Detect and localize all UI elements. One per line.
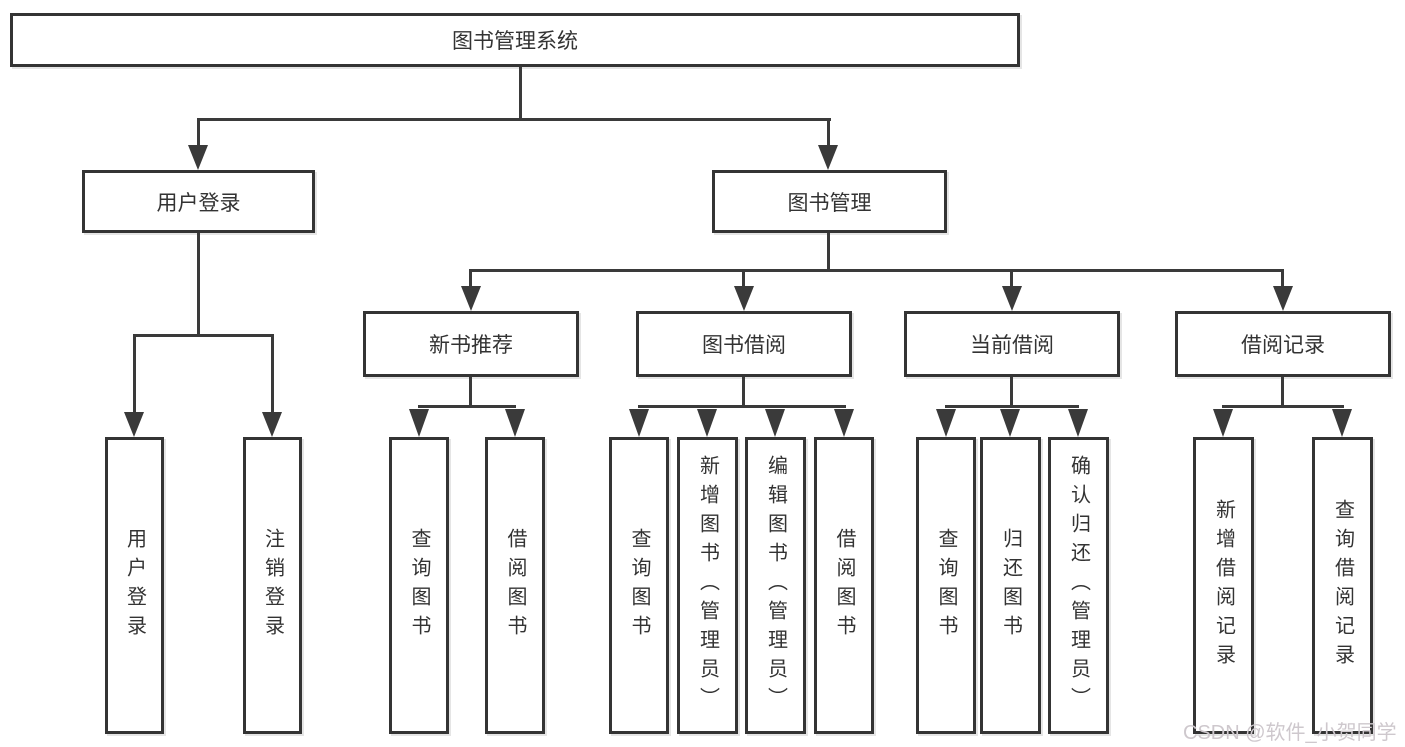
leaf-label: 新增图书（管理员） — [696, 455, 719, 716]
connector-line — [638, 405, 846, 408]
node-book-management: 图书管理 — [712, 170, 947, 233]
connector-line — [827, 118, 830, 148]
arrowhead — [124, 412, 144, 437]
leaf-return-books: 归还图书 — [980, 437, 1041, 734]
arrowhead — [461, 286, 481, 311]
arrowhead — [765, 409, 785, 437]
leaf-query-books: 查询图书 — [609, 437, 669, 734]
arrowhead — [734, 286, 754, 311]
leaf-label: 归还图书 — [999, 527, 1022, 644]
arrowhead — [1213, 409, 1233, 437]
leaf-confirm-return-admin: 确认归还（管理员） — [1048, 437, 1109, 734]
connector-line — [418, 405, 516, 408]
connector-line — [1222, 405, 1344, 408]
arrowhead — [629, 409, 649, 437]
arrowhead — [505, 409, 525, 437]
node-label: 新书推荐 — [429, 334, 513, 357]
leaf-query-books: 查询图书 — [389, 437, 449, 734]
connector-line — [133, 334, 136, 412]
leaf-edit-books-admin: 编辑图书（管理员） — [745, 437, 806, 734]
node-label: 图书管理 — [787, 191, 872, 215]
connector-line — [197, 118, 200, 148]
arrowhead — [262, 412, 282, 437]
leaf-label: 编辑图书（管理员） — [764, 455, 787, 716]
leaf-add-borrow-record: 新增借阅记录 — [1193, 437, 1254, 734]
connector-line — [1010, 377, 1013, 407]
arrowhead — [834, 409, 854, 437]
node-label: 用户登录 — [156, 191, 241, 215]
arrowhead — [409, 409, 429, 437]
leaf-label: 查询图书 — [628, 527, 650, 644]
csdn-watermark: CSDN @软件_小贺同学 — [1183, 722, 1397, 744]
leaf-query-borrow-record: 查询借阅记录 — [1312, 437, 1373, 734]
leaf-label: 注销登录 — [261, 527, 284, 644]
node-label: 图书管理系统 — [452, 30, 578, 53]
leaf-logout: 注销登录 — [243, 437, 302, 734]
connector-line — [827, 233, 830, 271]
arrowhead — [1068, 409, 1088, 437]
connector-line — [197, 118, 831, 121]
leaf-label: 借阅图书 — [504, 527, 526, 644]
connector-line — [1010, 269, 1013, 289]
leaf-label: 查询图书 — [408, 527, 430, 644]
arrowhead — [1002, 286, 1022, 311]
arrowhead — [1273, 286, 1293, 311]
leaf-label: 确认归还（管理员） — [1067, 455, 1090, 716]
connector-line — [519, 67, 522, 118]
arrowhead — [936, 409, 956, 437]
leaf-label: 新增借阅记录 — [1212, 498, 1235, 673]
connector-line — [1281, 377, 1284, 407]
node-label: 借阅记录 — [1241, 334, 1325, 357]
leaf-borrow-books: 借阅图书 — [485, 437, 545, 734]
leaf-borrow-books: 借阅图书 — [814, 437, 874, 734]
connector-line — [470, 269, 1284, 272]
arrowhead — [697, 409, 717, 437]
node-current-borrowing: 当前借阅 — [904, 311, 1120, 377]
leaf-label: 查询借阅记录 — [1331, 498, 1354, 673]
node-label: 当前借阅 — [970, 334, 1054, 357]
connector-line — [469, 377, 472, 407]
leaf-query-books: 查询图书 — [916, 437, 976, 734]
connector-line — [271, 334, 274, 412]
node-borrowing-records: 借阅记录 — [1175, 311, 1391, 377]
leaf-add-books-admin: 新增图书（管理员） — [677, 437, 738, 734]
connector-line — [945, 405, 1079, 408]
node-root-library-system: 图书管理系统 — [10, 13, 1020, 67]
leaf-label: 借阅图书 — [833, 527, 855, 644]
connector-line — [1281, 269, 1284, 289]
connector-line — [742, 269, 745, 289]
node-new-book-recommend: 新书推荐 — [363, 311, 579, 377]
connector-line — [469, 269, 472, 289]
connector-line — [197, 233, 200, 336]
node-book-borrowing: 图书借阅 — [636, 311, 852, 377]
connector-line — [133, 334, 274, 337]
connector-line — [742, 377, 745, 407]
arrowhead — [1332, 409, 1352, 437]
leaf-user-login: 用户登录 — [105, 437, 164, 734]
leaf-label: 用户登录 — [123, 527, 146, 644]
arrowhead — [818, 145, 838, 170]
node-user-login: 用户登录 — [82, 170, 315, 233]
arrowhead — [1000, 409, 1020, 437]
arrowhead — [188, 145, 208, 170]
node-label: 图书借阅 — [702, 334, 786, 357]
leaf-label: 查询图书 — [935, 527, 957, 644]
